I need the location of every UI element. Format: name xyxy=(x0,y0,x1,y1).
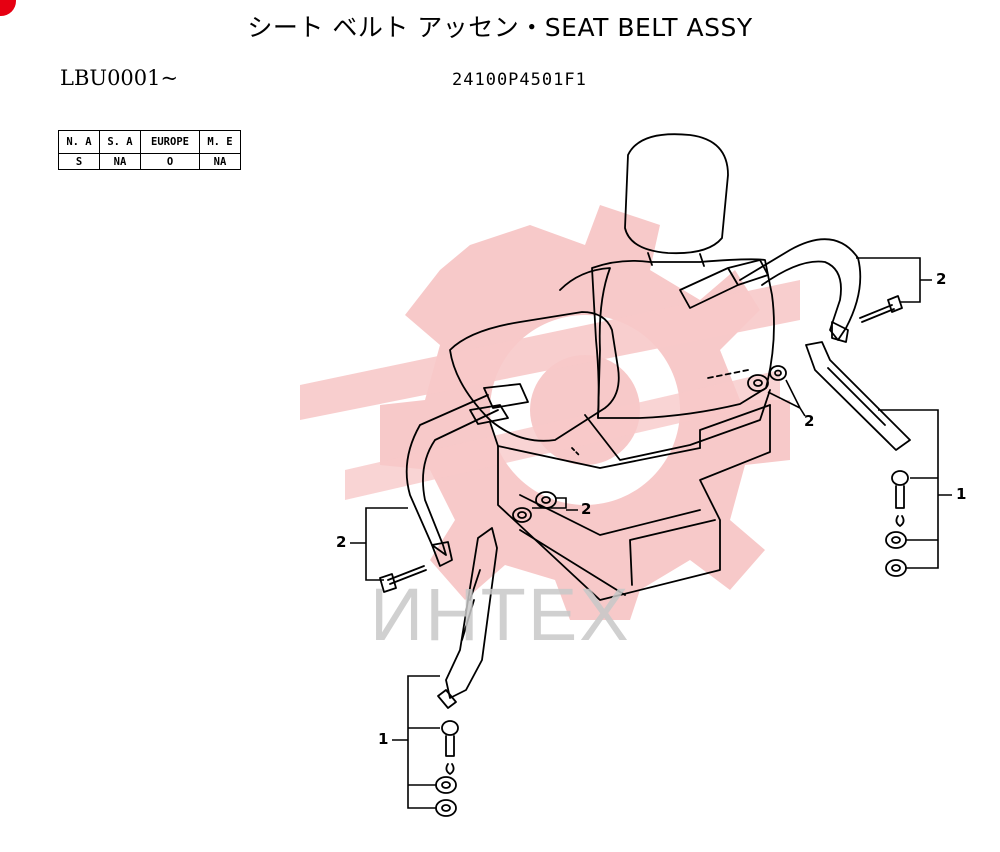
serial-range: LBU0001~ xyxy=(60,66,179,90)
market-table: N. A S. A EUROPE M. E S NA O NA xyxy=(58,130,241,170)
left-bolt-icon xyxy=(379,565,427,593)
market-header-row: N. A S. A EUROPE M. E xyxy=(58,130,241,154)
left-belt-strap xyxy=(405,394,499,556)
left-buckle-tongue xyxy=(469,383,529,425)
right-nuts-icon xyxy=(747,365,787,392)
right-hardware-stack-icon xyxy=(885,470,909,577)
market-header-me: M. E xyxy=(199,130,241,154)
market-value-me: NA xyxy=(199,153,241,170)
seat-cushion xyxy=(449,311,620,442)
left-hardware-stack-icon xyxy=(435,720,459,817)
right-lower-stalk xyxy=(805,341,911,451)
watermark-gear-icon xyxy=(300,205,800,620)
right-upper-bolt-icon xyxy=(859,295,903,323)
part-number: 24100P4501F1 xyxy=(452,70,587,90)
seat-frame xyxy=(497,404,771,601)
page-title: シート ベルト アッセン・SEAT BELT ASSY xyxy=(247,13,753,42)
callout-left-lower: 1 xyxy=(378,730,389,748)
left-lower-stalk xyxy=(445,527,498,699)
callout-center-nuts: 2 xyxy=(581,500,592,518)
headrest xyxy=(624,133,729,255)
market-value-sa: NA xyxy=(99,153,141,170)
callout-right-nuts: 2 xyxy=(804,412,815,430)
callout-right-upper: 2 xyxy=(936,270,947,288)
watermark-text: ИНТЕХ xyxy=(370,573,631,656)
callout-left-bolt: 2 xyxy=(336,533,347,551)
market-value-row: S NA O NA xyxy=(58,153,241,170)
center-nuts-icon xyxy=(512,491,557,523)
callout-right-lower: 1 xyxy=(956,485,967,503)
right-buckle xyxy=(679,259,769,309)
callout-brackets xyxy=(350,257,952,809)
